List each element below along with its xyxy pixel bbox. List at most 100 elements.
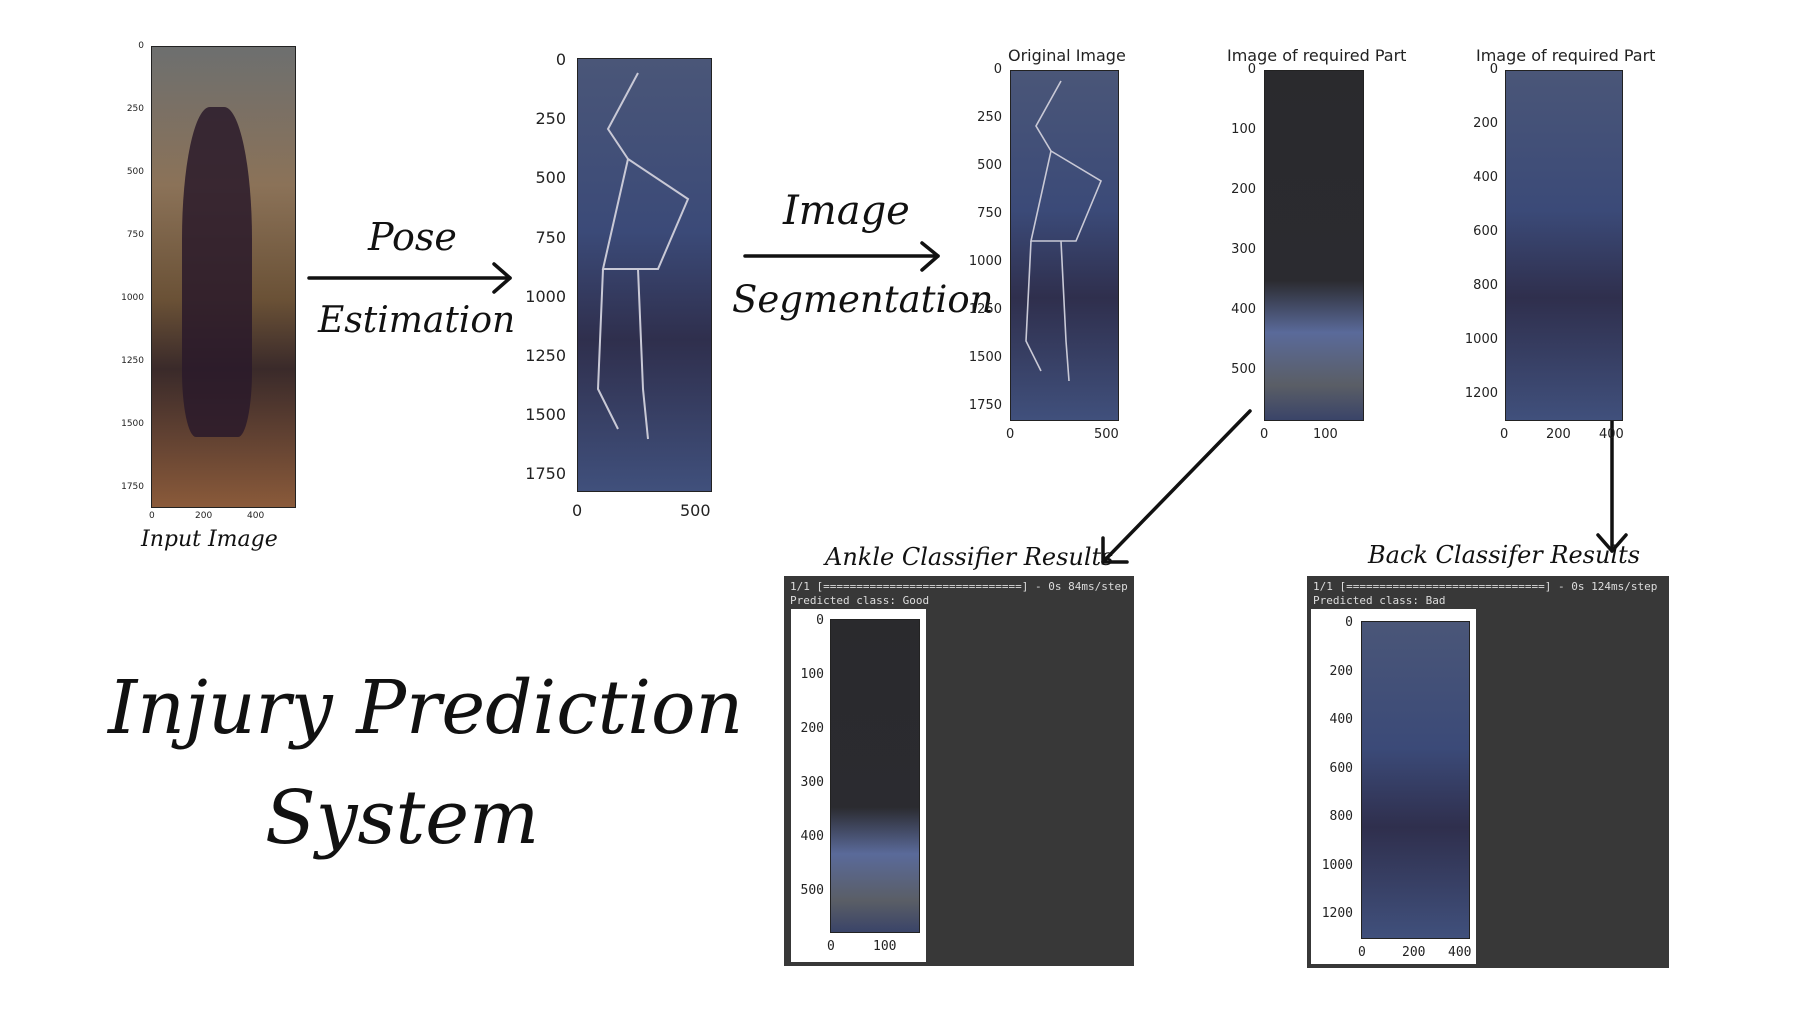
segmentation-label: Segmentation <box>732 278 994 321</box>
tick: 0 <box>1489 62 1498 77</box>
tick: 400 <box>1329 712 1353 727</box>
tick: 1750 <box>968 398 1002 413</box>
ankle-result-image <box>830 619 920 933</box>
tick: 750 <box>126 230 144 240</box>
ankle-results-console: 1/1 [==============================] - 0… <box>784 576 1134 966</box>
tick: 200 <box>195 511 213 521</box>
tick: 750 <box>535 228 566 247</box>
tick: 0 <box>1006 427 1015 442</box>
tick: 250 <box>977 110 1002 125</box>
tick: 400 <box>1473 170 1498 185</box>
tick: 0 <box>1358 945 1366 960</box>
tick: 0 <box>149 511 155 521</box>
tick: 200 <box>1329 664 1353 679</box>
ankle-results-label: Ankle Classifier Results <box>825 543 1114 571</box>
tick: 0 <box>1260 427 1269 442</box>
estimation-label: Estimation <box>318 300 516 341</box>
tick: 600 <box>1329 761 1353 776</box>
segmentation-arrow <box>743 241 940 272</box>
tick: 400 <box>247 511 265 521</box>
pose-skeleton <box>596 72 690 440</box>
original-image-title: Original Image <box>1008 46 1126 65</box>
tick: 0 <box>572 501 583 520</box>
tick: 0 <box>827 939 835 954</box>
tick: 0 <box>555 50 566 69</box>
tick: 200 <box>800 721 824 736</box>
progress-line: 1/1 [==============================] - 0… <box>1313 580 1658 593</box>
tick: 0 <box>816 613 824 628</box>
tick: 400 <box>1231 302 1256 317</box>
tick: 0 <box>993 62 1002 77</box>
tick: 100 <box>1231 122 1256 137</box>
ankle-part-title: Image of required Part <box>1227 46 1407 65</box>
tick: 250 <box>535 109 566 128</box>
tick: 1000 <box>525 287 566 306</box>
original-image <box>1010 70 1119 421</box>
input-image-caption: Input Image <box>141 527 278 552</box>
tick: 500 <box>1094 427 1119 442</box>
back-result-arrow <box>1596 403 1628 553</box>
tick: 100 <box>1313 427 1338 442</box>
back-results-label: Back Classifer Results <box>1368 541 1641 569</box>
ankle-part-image <box>1264 70 1364 421</box>
tick: 500 <box>680 501 711 520</box>
tick: 200 <box>1402 945 1426 960</box>
tick: 300 <box>1231 242 1256 257</box>
predicted-class-line: Predicted class: Bad <box>1313 594 1446 607</box>
progress-line: 1/1 [==============================] - 0… <box>790 580 1128 593</box>
tick: 0 <box>138 41 144 51</box>
tick: 600 <box>1473 224 1498 239</box>
tick: 0 <box>1500 427 1509 442</box>
tick: 500 <box>535 168 566 187</box>
tick: 1250 <box>968 302 1002 317</box>
image-label: Image <box>783 188 910 234</box>
tick: 800 <box>1329 809 1353 824</box>
tick: 1000 <box>1464 332 1498 347</box>
tick: 200 <box>1546 427 1571 442</box>
tick: 500 <box>977 158 1002 173</box>
tick: 1200 <box>1464 386 1498 401</box>
tick: 100 <box>873 939 897 954</box>
tick: 200 <box>1231 182 1256 197</box>
tick: 400 <box>1448 945 1472 960</box>
input-image <box>151 46 296 508</box>
back-part-title: Image of required Part <box>1476 46 1656 65</box>
system-title-line-2: System <box>265 775 540 861</box>
system-title-line-1: Injury Prediction <box>108 665 744 751</box>
tick: 0 <box>1345 615 1353 630</box>
tick: 500 <box>800 883 824 898</box>
person-figure <box>182 107 252 437</box>
tick: 1250 <box>121 356 144 366</box>
tick: 1000 <box>1321 858 1353 873</box>
back-result-plot: 0 200 400 600 800 1000 1200 0 200 400 <box>1311 609 1476 964</box>
tick: 1750 <box>121 482 144 492</box>
back-part-image <box>1505 70 1623 421</box>
tick: 500 <box>126 167 144 177</box>
tick: 1750 <box>525 464 566 483</box>
tick: 250 <box>126 104 144 114</box>
tick: 1500 <box>121 419 144 429</box>
tick: 1200 <box>1321 906 1353 921</box>
tick: 300 <box>800 775 824 790</box>
predicted-class-line: Predicted class: Good <box>790 594 930 607</box>
tick: 1000 <box>968 254 1002 269</box>
tick: 800 <box>1473 278 1498 293</box>
ankle-result-arrow <box>1101 409 1252 564</box>
tick: 1250 <box>525 346 566 365</box>
tick: 1000 <box>121 293 144 303</box>
tick: 400 <box>800 829 824 844</box>
tick: 1500 <box>525 405 566 424</box>
tick: 500 <box>1231 362 1256 377</box>
original-skeleton <box>1025 80 1103 382</box>
tick: 750 <box>977 206 1002 221</box>
tick: 0 <box>1247 62 1256 77</box>
back-results-console: 1/1 [==============================] - 0… <box>1307 576 1669 968</box>
tick: 400 <box>1599 427 1624 442</box>
back-result-image <box>1361 621 1470 939</box>
tick: 100 <box>800 667 824 682</box>
tick: 200 <box>1473 116 1498 131</box>
pose-label: Pose <box>368 215 457 259</box>
pose-arrow <box>307 262 512 294</box>
ankle-result-plot: 0 100 200 300 400 500 0 100 <box>791 609 926 962</box>
